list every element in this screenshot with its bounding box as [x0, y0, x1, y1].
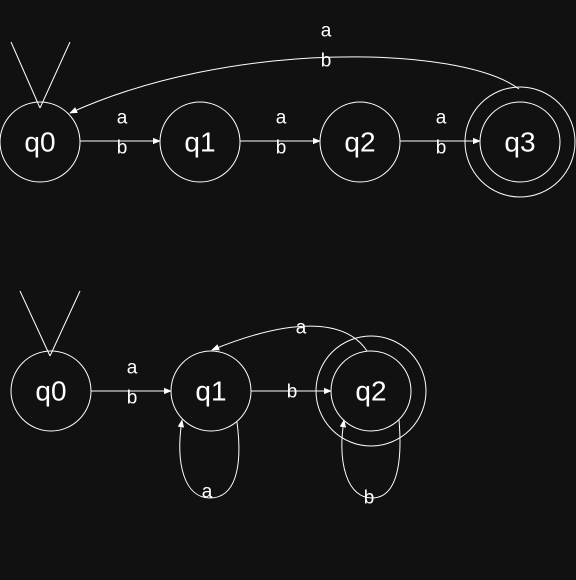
transition-symbol: a: [296, 318, 307, 339]
self-loop-q1[interactable]: a: [177, 419, 240, 503]
transition-q1-q2[interactable]: b: [251, 382, 332, 403]
transition-q2-q3[interactable]: a b: [400, 108, 481, 159]
transition-symbol: b: [321, 51, 332, 72]
transition-q2-q1[interactable]: a: [211, 318, 368, 352]
transition-q0-q1[interactable]: a b: [80, 108, 161, 159]
transition-q3-q0[interactable]: a b: [69, 21, 520, 114]
transition-q1-q2[interactable]: a b: [240, 108, 321, 159]
state-q1[interactable]: q1: [170, 350, 252, 432]
transition-symbol: a: [127, 358, 138, 379]
transition-symbol: b: [287, 382, 298, 403]
transition-symbol: a: [202, 482, 213, 503]
automaton-bottom: q0 q1 q2 a b b a a b: [10, 290, 427, 509]
transition-symbol: a: [436, 108, 447, 129]
state-q1[interactable]: q1: [159, 101, 241, 183]
state-label: q3: [504, 127, 535, 158]
transition-symbol: b: [117, 138, 128, 159]
transition-q0-q1[interactable]: a b: [91, 358, 172, 409]
state-label: q0: [24, 127, 55, 158]
state-q0[interactable]: q0: [10, 350, 92, 432]
transition-symbol: b: [436, 138, 447, 159]
self-loop-q2[interactable]: b: [339, 419, 401, 509]
state-label: q0: [35, 376, 66, 407]
transition-symbol: a: [276, 108, 287, 129]
transition-symbol: a: [321, 21, 332, 42]
state-q2[interactable]: q2: [319, 101, 401, 183]
transition-symbol: b: [127, 388, 138, 409]
start-marker-icon: [10, 41, 71, 109]
state-q0[interactable]: q0: [0, 101, 81, 183]
state-q3-accepting[interactable]: q3: [464, 86, 576, 198]
state-label: q1: [184, 127, 215, 158]
state-label: q2: [344, 127, 375, 158]
transition-symbol: b: [364, 488, 375, 509]
automaton-top: q0 q1 q2 q3 a b a b a b: [0, 21, 576, 198]
state-label: q1: [195, 376, 226, 407]
state-q2-accepting[interactable]: q2: [315, 335, 427, 447]
transition-symbol: a: [117, 108, 128, 129]
start-marker-icon: [19, 290, 81, 357]
state-label: q2: [355, 376, 386, 407]
transition-symbol: b: [276, 138, 287, 159]
